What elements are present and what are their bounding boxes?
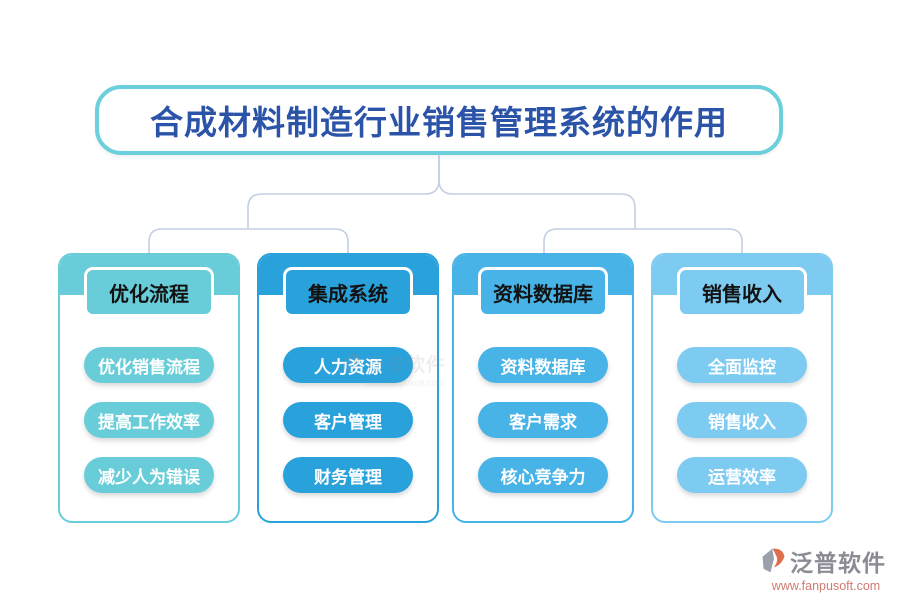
connector-right-pair — [543, 228, 743, 254]
branch-items: 资料数据库 客户需求 核心竞争力 — [454, 347, 632, 493]
brand-watermark: 泛普软件 www.fanpusoft.com — [760, 544, 892, 593]
branch-items: 人力资源 客户管理 财务管理 — [259, 347, 437, 493]
branch-items: 优化销售流程 提高工作效率 减少人为错误 — [60, 347, 238, 493]
fanpu-logo-icon — [342, 352, 361, 374]
branch-card-data-database: 资料数据库 资料数据库 客户需求 核心竞争力 — [452, 253, 634, 523]
watermark-brand-text: 泛普软件 — [366, 355, 447, 376]
brand-name-text: 泛普软件 — [790, 550, 886, 576]
leaf-node: 提高工作效率 — [84, 402, 214, 438]
root-title-box: 合成材料制造行业销售管理系统的作用 — [95, 85, 783, 155]
connector-left-pair — [148, 228, 349, 254]
leaf-node: 销售收入 — [677, 402, 807, 438]
leaf-node: 资料数据库 — [478, 347, 608, 383]
leaf-node: 客户需求 — [478, 402, 608, 438]
branch-card-sales-revenue: 销售收入 全面监控 销售收入 运营效率 — [651, 253, 833, 523]
branch-header: 优化流程 — [84, 267, 214, 317]
leaf-node: 核心竞争力 — [478, 457, 608, 493]
branch-header: 集成系统 — [283, 267, 413, 317]
leaf-node: 优化销售流程 — [84, 347, 214, 383]
branch-header: 销售收入 — [677, 267, 807, 317]
brand-url-text: www.fanpusoft.com — [771, 579, 881, 593]
watermark-url-text: www.fanpusoft.com — [365, 378, 445, 388]
root-title-text: 合成材料制造行业销售管理系统的作用 — [150, 104, 728, 141]
branch-header: 资料数据库 — [478, 267, 608, 317]
branch-card-optimize-process: 优化流程 优化销售流程 提高工作效率 减少人为错误 — [58, 253, 240, 523]
leaf-node: 全面监控 — [677, 347, 807, 383]
fanpu-logo-icon — [762, 548, 785, 573]
watermark-overlay: 泛普软件 www.fanpusoft.com — [340, 350, 470, 388]
branch-items: 全面监控 销售收入 运营效率 — [653, 347, 831, 493]
leaf-node: 运营效率 — [677, 457, 807, 493]
connector-root-right — [438, 155, 636, 230]
leaf-node: 财务管理 — [283, 457, 413, 493]
branch-card-integrated-system: 集成系统 人力资源 客户管理 财务管理 — [257, 253, 439, 523]
leaf-node: 减少人为错误 — [84, 457, 214, 493]
leaf-node: 客户管理 — [283, 402, 413, 438]
connector-root-left — [247, 155, 440, 230]
